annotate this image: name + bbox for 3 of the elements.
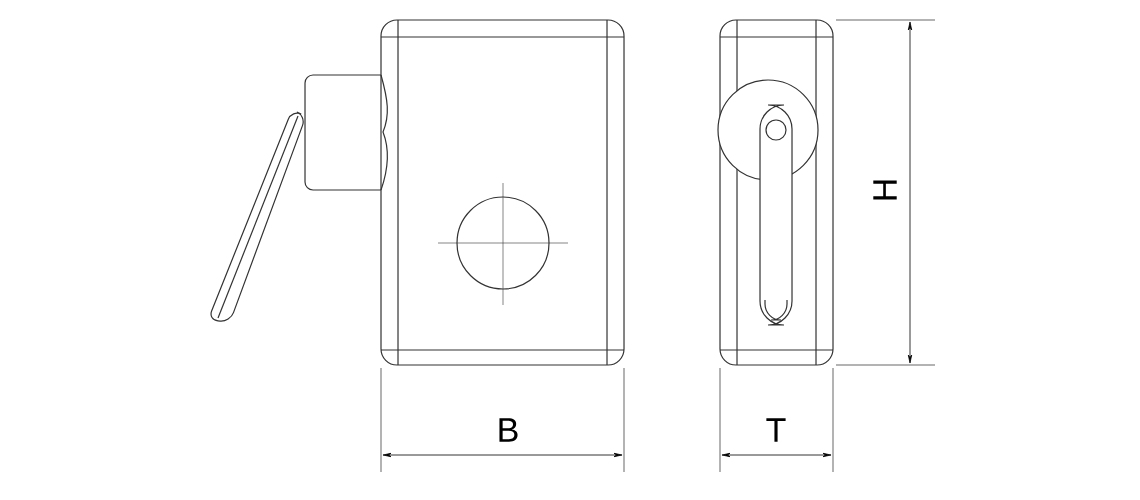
dimension-label: B (499, 418, 518, 442)
dimension-label: H (873, 180, 897, 200)
dimension-label: T (766, 418, 786, 442)
